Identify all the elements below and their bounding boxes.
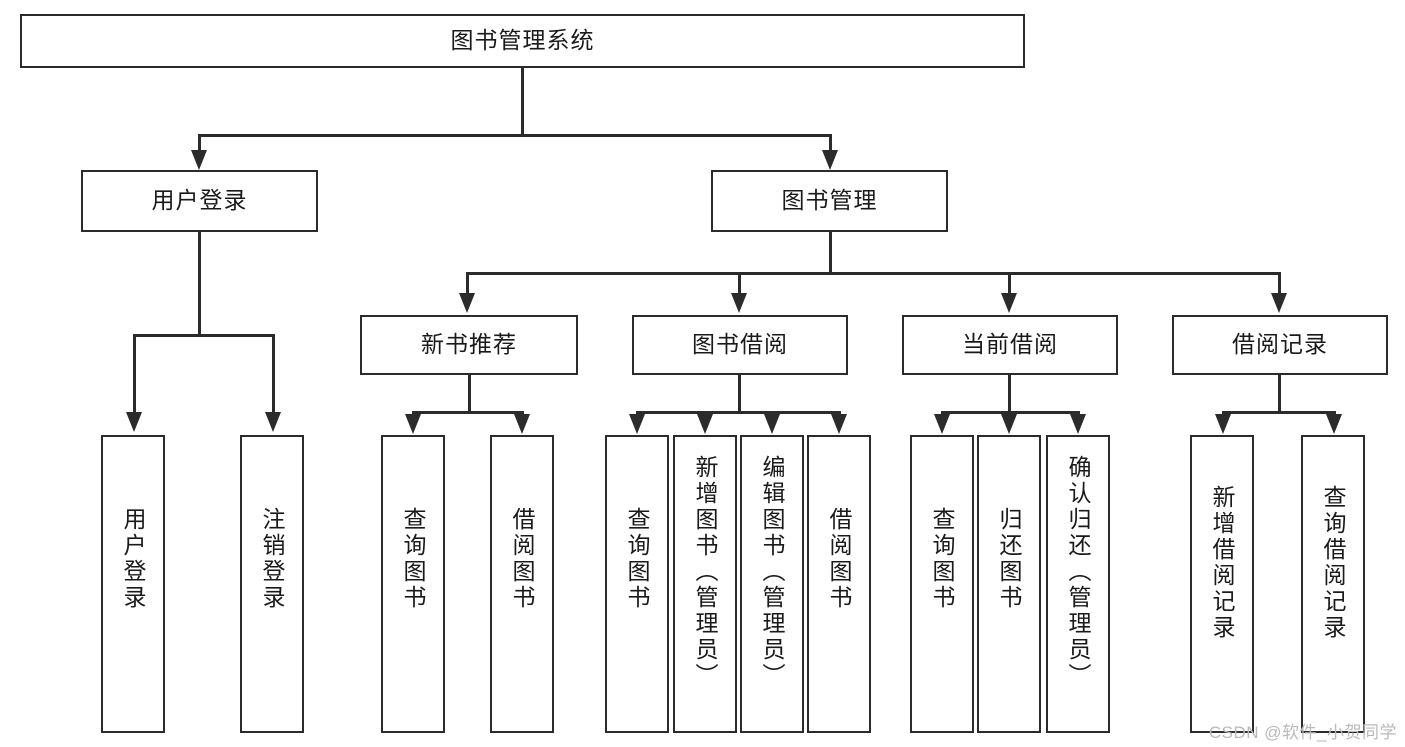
node-user-login[interactable]: 用户登录: [81, 170, 318, 232]
leaf-label: 借阅图书: [826, 507, 853, 611]
connector-bm-to-current-borrow: [1008, 272, 1011, 296]
connector-user-login-stem: [198, 232, 201, 336]
leaf-nbr-query-book[interactable]: 查询图书: [381, 435, 445, 733]
leaf-bb-add-book-admin[interactable]: 新增图书（管理员）: [673, 435, 737, 733]
connector-nbr-stem: [468, 375, 471, 413]
leaf-cb-return-book[interactable]: 归还图书: [977, 435, 1041, 733]
connector-cb-stem: [1008, 375, 1011, 413]
node-label: 图书借阅: [692, 331, 788, 358]
node-label: 用户登录: [151, 187, 248, 214]
arrow-br-leaf-1: [1326, 414, 1342, 434]
arrow-to-book-management: [822, 150, 838, 170]
leaf-label: 查询图书: [929, 507, 956, 611]
arrow-to-book-borrow: [731, 293, 747, 313]
leaf-br-query-record[interactable]: 查询借阅记录: [1301, 435, 1365, 733]
leaf-label: 确认归还（管理员）: [1065, 455, 1092, 689]
leaf-br-add-record[interactable]: 新增借阅记录: [1190, 435, 1254, 733]
node-new-book-recommend[interactable]: 新书推荐: [360, 315, 578, 375]
arrow-bb-leaf-2: [764, 414, 780, 434]
node-book-management[interactable]: 图书管理: [711, 170, 948, 232]
connector-root-to-user-login: [198, 134, 201, 156]
connector-user-login-leaf-0: [133, 334, 136, 414]
node-label: 图书管理系统: [450, 27, 595, 54]
arrow-bb-leaf-3: [831, 414, 847, 434]
node-current-borrow[interactable]: 当前借阅: [902, 315, 1118, 375]
arrow-user-login-leaf-0: [126, 412, 142, 432]
leaf-label: 新增借阅记录: [1209, 485, 1236, 641]
node-book-management-system[interactable]: 图书管理系统: [20, 14, 1025, 68]
connector-nbr-bus: [412, 411, 524, 414]
node-label: 当前借阅: [962, 331, 1058, 358]
arrow-to-new-book-recommend: [459, 293, 475, 313]
connector-root-to-book-management: [829, 134, 832, 156]
watermark-text: CSDN @软件_小贺同学: [1208, 723, 1397, 742]
leaf-bb-edit-book-admin[interactable]: 编辑图书（管理员）: [740, 435, 804, 733]
connector-book-management-bus: [466, 272, 1280, 275]
connector-br-bus: [1222, 411, 1336, 414]
leaf-label: 用户登录: [120, 507, 147, 611]
leaf-label: 借阅图书: [509, 507, 536, 611]
connector-bm-to-new-book: [466, 272, 469, 296]
connector-root-bus: [198, 134, 832, 137]
arrow-cb-leaf-1: [1001, 414, 1017, 434]
node-book-borrow[interactable]: 图书借阅: [632, 315, 848, 375]
arrow-to-current-borrow: [1001, 293, 1017, 313]
connector-bb-stem: [738, 375, 741, 413]
arrow-to-user-login: [191, 150, 207, 170]
node-label: 图书管理: [781, 187, 878, 214]
leaf-label: 查询图书: [400, 507, 427, 611]
arrow-bb-leaf-0: [629, 414, 645, 434]
connector-bb-bus: [636, 411, 841, 414]
node-borrow-record[interactable]: 借阅记录: [1172, 315, 1388, 375]
leaf-user-login-login[interactable]: 用户登录: [101, 435, 165, 733]
leaf-cb-query-book[interactable]: 查询图书: [910, 435, 974, 733]
leaf-label: 注销登录: [259, 507, 286, 611]
arrow-cb-leaf-0: [934, 414, 950, 434]
node-label: 借阅记录: [1232, 331, 1328, 358]
arrow-user-login-leaf-1: [265, 412, 281, 432]
connector-user-login-leaf-1: [272, 334, 275, 414]
leaf-cb-confirm-return-admin[interactable]: 确认归还（管理员）: [1046, 435, 1110, 733]
leaf-label: 查询图书: [624, 507, 651, 611]
leaf-bb-query-book[interactable]: 查询图书: [605, 435, 669, 733]
connector-root-stem: [521, 68, 524, 136]
connector-bm-to-book-borrow: [738, 272, 741, 296]
connector-user-login-bus: [133, 334, 275, 337]
leaf-label: 编辑图书（管理员）: [759, 455, 786, 689]
arrow-nbr-leaf-0: [405, 414, 421, 434]
arrow-bb-leaf-1: [697, 414, 713, 434]
leaf-label: 新增图书（管理员）: [692, 455, 719, 689]
leaf-label: 查询借阅记录: [1320, 485, 1347, 641]
leaf-user-login-logout[interactable]: 注销登录: [240, 435, 304, 733]
connector-bm-to-borrow-record: [1278, 272, 1281, 296]
arrow-nbr-leaf-1: [514, 414, 530, 434]
arrow-cb-leaf-2: [1070, 414, 1086, 434]
leaf-bb-borrow-book[interactable]: 借阅图书: [807, 435, 871, 733]
arrow-br-leaf-0: [1215, 414, 1231, 434]
leaf-label: 归还图书: [996, 507, 1023, 611]
node-label: 新书推荐: [421, 331, 517, 358]
connector-book-management-stem: [829, 232, 832, 274]
leaf-nbr-borrow-book[interactable]: 借阅图书: [490, 435, 554, 733]
arrow-to-borrow-record: [1271, 293, 1287, 313]
connector-br-stem: [1278, 375, 1281, 413]
